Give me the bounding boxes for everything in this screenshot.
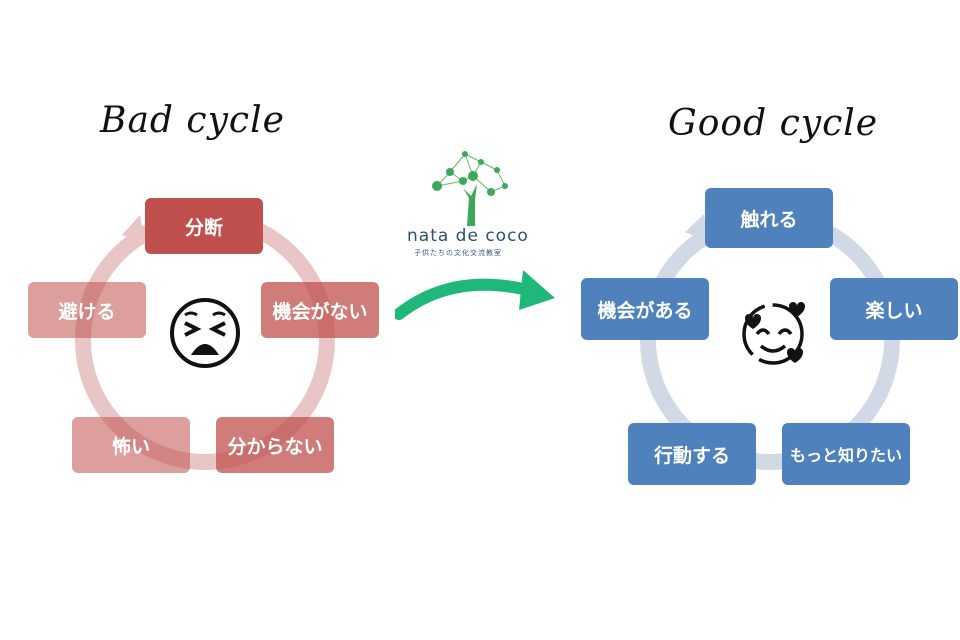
good-step-1: 触れる <box>705 188 833 248</box>
logo-subtitle: 子供たちの文化交流教室 <box>414 249 502 257</box>
good-step-2: 楽しい <box>830 278 958 340</box>
good-step-4: 行動する <box>628 423 756 485</box>
bad-step-5: 避ける <box>28 282 146 338</box>
bad-step-4: 怖い <box>72 417 190 473</box>
bad-step-3: 分からない <box>216 417 334 473</box>
smiling-face-with-hearts-icon <box>742 302 805 365</box>
good-cycle-title: Good cycle <box>668 103 879 144</box>
tree-network-icon <box>432 151 508 226</box>
bad-cycle-title: Bad cycle <box>100 100 285 141</box>
bad-cycle-arrowhead <box>122 215 145 243</box>
good-cycle-arrowhead <box>685 214 708 242</box>
bad-step-1: 分断 <box>145 198 263 254</box>
good-step-3: もっと知りたい <box>782 423 910 485</box>
bad-step-2: 機会がない <box>261 282 379 338</box>
tired-face-icon <box>170 298 240 368</box>
curved-arrow-right-icon <box>395 270 555 320</box>
logo-name: nata de coco <box>407 226 529 246</box>
good-step-5: 機会がある <box>581 278 709 340</box>
